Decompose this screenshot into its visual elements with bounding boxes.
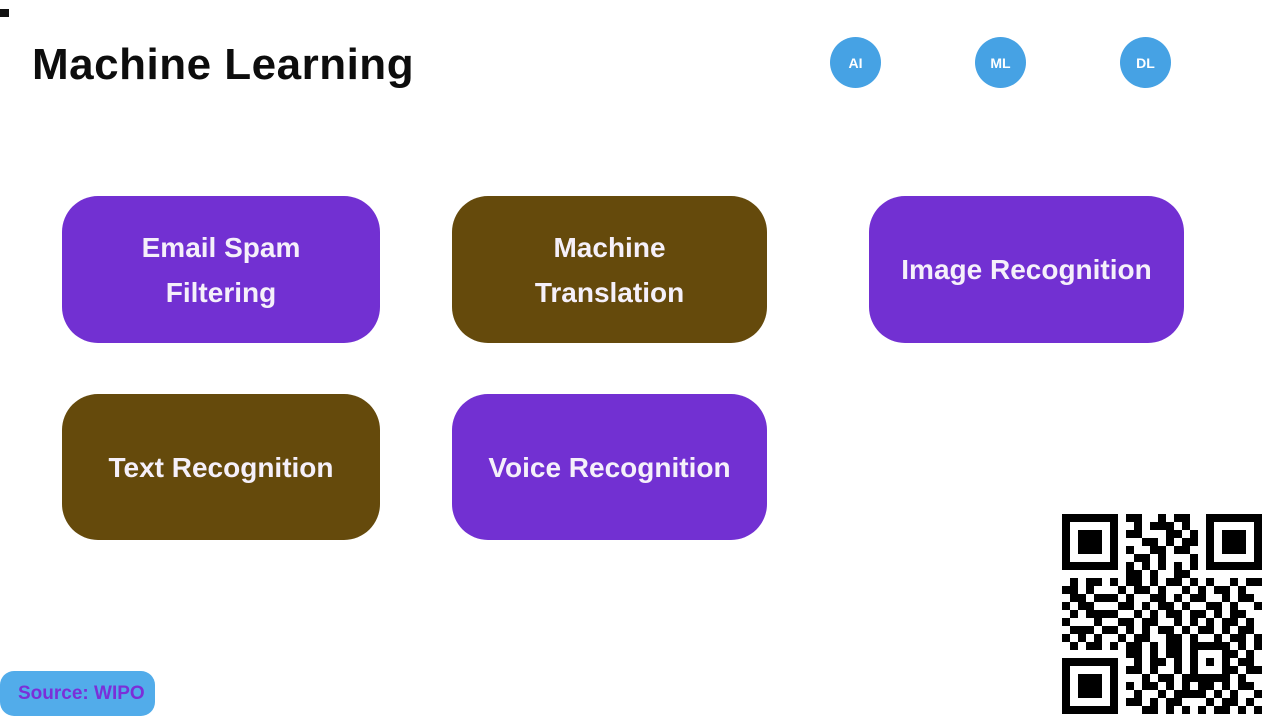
badge-ml: ML bbox=[975, 37, 1026, 88]
source-badge: Source: WIPO bbox=[0, 671, 155, 716]
badge-dl-label: DL bbox=[1136, 54, 1155, 71]
badge-ai: AI bbox=[830, 37, 881, 88]
card-email-spam-filtering: Email Spam Filtering bbox=[62, 196, 380, 343]
frame-artifact-mark bbox=[0, 9, 9, 17]
source-badge-label: Source: WIPO bbox=[18, 682, 145, 704]
card-label: Machine Translation bbox=[534, 231, 685, 308]
badge-ai-label: AI bbox=[848, 54, 863, 71]
page-title: Machine Learning bbox=[32, 40, 415, 89]
badge-ml-label: ML bbox=[990, 54, 1011, 71]
card-label: Text Recognition bbox=[108, 451, 334, 483]
card-machine-translation: Machine Translation bbox=[452, 196, 767, 343]
card-label: Email Spam Filtering bbox=[141, 231, 301, 308]
badge-dl: DL bbox=[1120, 37, 1171, 88]
card-voice-recognition: Voice Recognition bbox=[452, 394, 767, 540]
card-label: Voice Recognition bbox=[488, 451, 731, 483]
qr-code bbox=[1062, 514, 1262, 714]
card-image-recognition: Image Recognition bbox=[869, 196, 1184, 343]
card-label: Image Recognition bbox=[901, 254, 1152, 285]
card-text-recognition: Text Recognition bbox=[62, 394, 380, 540]
